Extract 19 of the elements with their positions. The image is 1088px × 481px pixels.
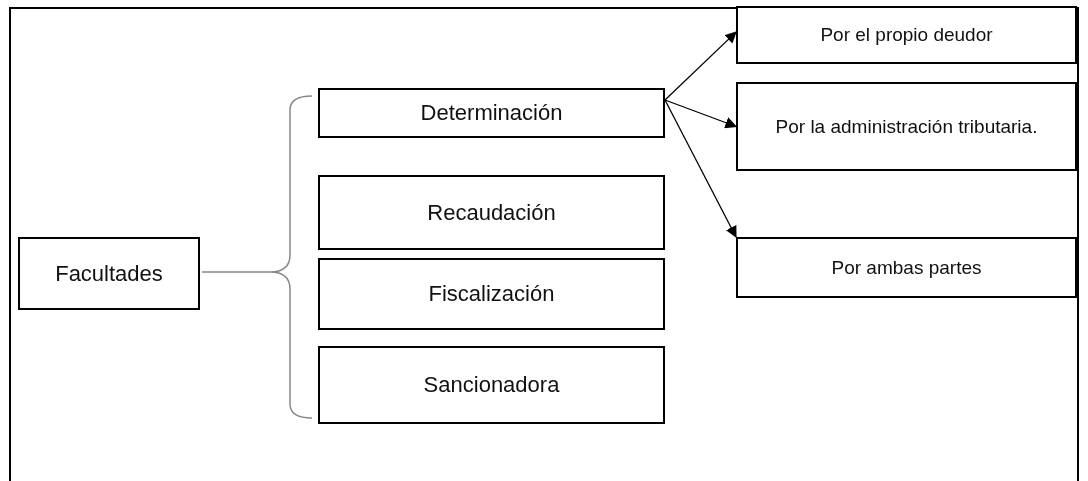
text-box [736, 82, 1077, 171]
box-label: Facultades [54, 259, 164, 288]
arrow [664, 99, 737, 239]
box-label: Determinación [419, 99, 564, 128]
box-label: Por la administración tributaria. [774, 114, 1039, 139]
text-box [318, 88, 665, 138]
text-box [318, 175, 665, 250]
box-label: Fiscalización [427, 280, 556, 309]
text-box [18, 237, 200, 310]
text-box [736, 237, 1077, 298]
text-box [736, 6, 1077, 64]
box-label: Por el propio deudor [819, 23, 994, 48]
box-label: Recaudación [426, 198, 557, 227]
text-box [318, 346, 665, 424]
arrow [664, 99, 738, 129]
box-label: Sancionadora [422, 371, 561, 400]
arrow [664, 31, 737, 101]
text-box [318, 258, 665, 330]
box-label: Por ambas partes [830, 255, 983, 280]
